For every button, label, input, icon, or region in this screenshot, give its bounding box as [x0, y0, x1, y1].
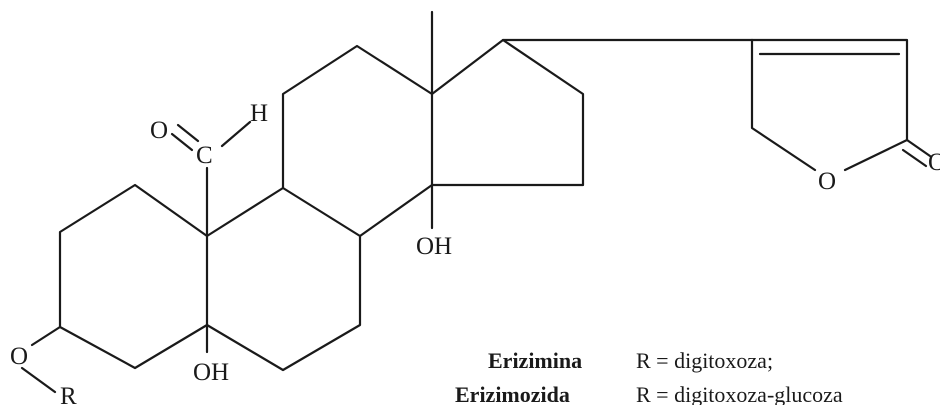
butenolide-ring-bonds-2 [750, 38, 817, 172]
lactone-oxygen-label: O [928, 149, 940, 176]
ring-a-bonds [58, 183, 209, 370]
lactone-carbonyl-bond-2 [901, 148, 928, 168]
ring-c-bonds [281, 44, 434, 238]
legend-name-2: Erizimozida [455, 382, 570, 405]
legend-name-1: Erizimina [488, 348, 582, 373]
c14-hydroxyl-label: OH [416, 233, 452, 260]
c5-hydroxyl-label: OH [193, 359, 229, 386]
o-r-bond [20, 366, 57, 394]
r-group-label: R [60, 383, 77, 405]
ring-oxygen-label: O [818, 168, 836, 195]
aldehyde-double-bond-2 [170, 132, 194, 152]
compound-legend: Erizimina R = digitoxoza; Erizimozida R … [455, 348, 843, 405]
butenolide-o-bond [843, 138, 909, 172]
aldehyde-oxygen-label: O [150, 117, 168, 144]
ring-b-bonds [205, 186, 362, 372]
aldehyde-hydrogen-label: H [250, 100, 268, 127]
legend-formula-2: R = digitoxoza-glucoza [636, 382, 843, 405]
aldehyde-double-bond [176, 123, 200, 143]
ring-d-bonds [430, 38, 585, 187]
legend-formula-1: R = digitoxoza; [636, 348, 773, 373]
ether-oxygen-label: O [10, 343, 28, 370]
butenolide-ring-bonds [750, 38, 909, 142]
lactone-carbonyl-bond [905, 138, 932, 158]
aldehyde-carbon-label: C [196, 142, 213, 169]
c3-o-bond [30, 325, 62, 347]
aldehyde-h-bond [220, 120, 252, 148]
